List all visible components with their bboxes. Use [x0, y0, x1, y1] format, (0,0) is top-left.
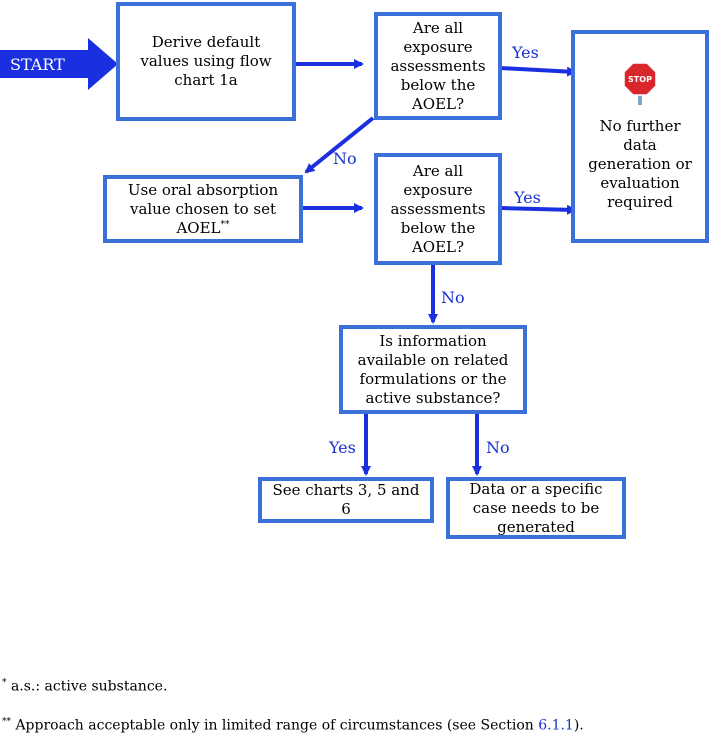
edge-label-yes-1: Yes	[512, 43, 539, 62]
footnote-1-mark: *	[2, 678, 7, 688]
arrow-q2-yes	[500, 204, 577, 215]
box-stop: STOP No further data generation or evalu…	[571, 30, 709, 243]
box-derive-text: Derive default values using flow chart 1…	[140, 33, 272, 89]
edge-label-no-2: No	[441, 288, 465, 307]
box-use-oral-footnote-mark: **	[220, 219, 230, 230]
edge-label-yes-3: Yes	[329, 438, 356, 457]
start-label: START	[10, 55, 65, 74]
footnote-2-mark: **	[2, 717, 11, 727]
box-information-available: Is information available on related form…	[339, 325, 527, 414]
box-information-text: Is information available on related form…	[357, 331, 509, 407]
section-link[interactable]: 6.1.1	[538, 717, 574, 734]
arrow-q1-yes	[499, 66, 577, 77]
footnote-2: ** Approach acceptable only in limited r…	[2, 713, 584, 735]
box-see-charts: See charts 3, 5 and 6	[258, 477, 434, 523]
footnote-2-text-after: ).	[573, 717, 584, 734]
box-question-1-text: Are all exposure assessments below the A…	[390, 18, 486, 113]
edge-label-no-1: No	[333, 149, 357, 168]
box-question-2-text: Are all exposure assessments below the A…	[390, 161, 486, 256]
box-derive-default-values: Derive default values using flow chart 1…	[116, 2, 296, 121]
box-see-charts-text: See charts 3, 5 and 6	[272, 481, 420, 518]
edge-label-yes-2: Yes	[514, 188, 541, 207]
box-use-oral-text: Use oral absorption value chosen to set …	[127, 180, 279, 237]
stop-sign-icon: STOP	[623, 62, 657, 105]
footnote-1-text: a.s.: active substance.	[6, 678, 168, 695]
stop-sign-text: STOP	[628, 75, 652, 84]
box-data-case-text: Data or a specific case needs to be gene…	[469, 479, 603, 536]
edge-label-no-3: No	[486, 438, 510, 457]
box-stop-text: No further data generation or evaluation…	[588, 117, 692, 211]
box-question-1: Are all exposure assessments below the A…	[374, 12, 502, 120]
box-data-case: Data or a specific case needs to be gene…	[446, 477, 626, 539]
arrow-q1-no	[304, 116, 375, 174]
footnote-2-text-before: Approach acceptable only in limited rang…	[11, 717, 539, 734]
box-use-oral-absorption: Use oral absorption value chosen to set …	[103, 175, 303, 243]
footnote-1: * a.s.: active substance.	[2, 674, 167, 696]
start-arrow	[0, 38, 118, 90]
box-question-2: Are all exposure assessments below the A…	[374, 153, 502, 265]
